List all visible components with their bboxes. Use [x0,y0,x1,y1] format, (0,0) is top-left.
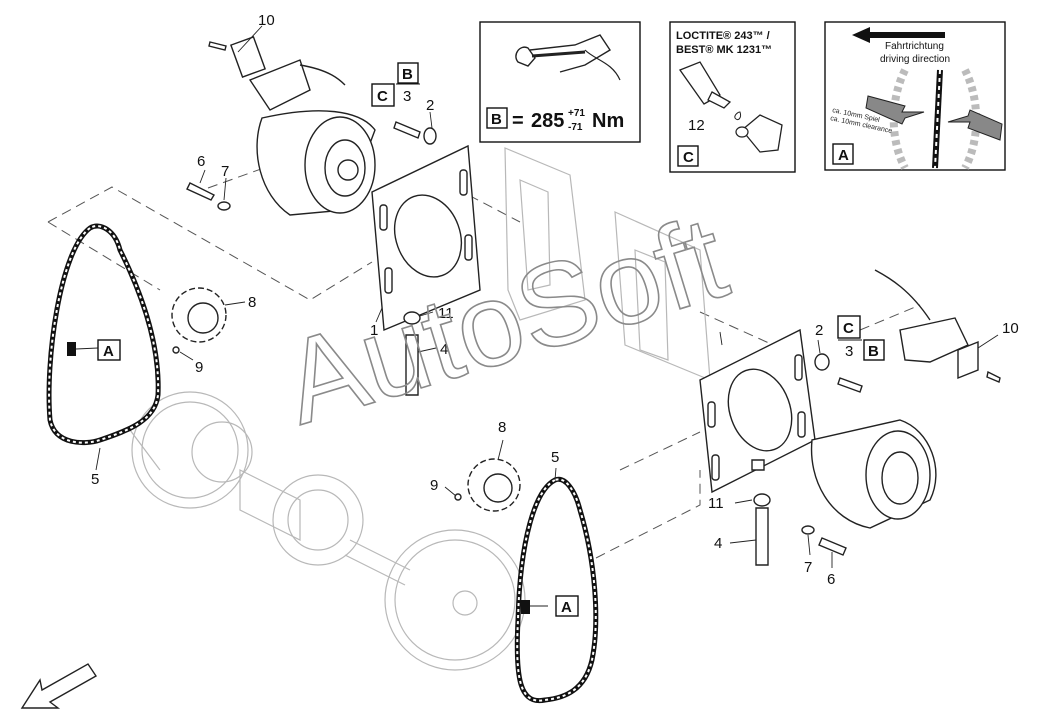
hydraulic-motor-right [810,269,1001,529]
legend-box-torque: B = 285 +71 -71 Nm [479,21,641,143]
callout-2-right: 2 [815,322,823,339]
callout-A-left: A [103,343,114,360]
callout-5-left: 5 [91,471,99,488]
ghost-drive-shaft-assembly [129,391,526,671]
mounting-plate-right [699,328,816,494]
callout-10-left: 10 [258,12,275,29]
callout-9-left: 9 [195,359,203,376]
callout-A-right: A [561,599,572,616]
callout-1: 1 [370,322,378,339]
arrow-left-icon [852,27,945,43]
threadlocker-part-number: 12 [688,117,705,134]
sprocket-right [454,458,521,512]
callout-4-left: 4 [440,341,448,358]
legend-box-chain-clearance: Fahrtrichtung driving direction ca. 10mm… [824,21,1006,171]
clearance-box-letter: A [838,147,849,164]
threadlocker-box-letter: C [683,149,694,166]
hydraulic-motor-left [230,36,376,216]
callout-B-left: B [402,66,413,83]
left-fasteners [186,41,437,396]
callout-5-right: 5 [551,449,559,466]
callout-3-left: 3 [403,88,411,105]
leader-lines [75,25,999,607]
torque-unit: Nm [592,110,624,132]
callout-3-right: 3 [845,343,853,360]
callout-7-left: 7 [221,163,229,180]
callout-C-left: C [377,88,388,105]
callout-11-left: 11 [438,305,454,322]
mounting-plate-left [371,144,481,332]
view-direction-arrow-icon [20,663,98,709]
drive-chain-left [46,223,161,446]
callout-2-left: 2 [426,97,434,114]
callout-9-right: 9 [430,477,438,494]
sprocket-left [171,287,227,354]
callout-8-right: 8 [498,419,506,436]
adhesive-bottle-icon [678,61,783,153]
torque-box-letter: B [491,111,502,128]
callout-C-right: C [843,320,854,337]
callout-7-right: 7 [804,559,812,576]
wrench-icon [515,34,621,81]
torque-tolerance-minus: -71 [568,122,583,133]
right-fasteners [751,353,863,566]
callout-6-right: 6 [827,571,835,588]
callout-4-right: 4 [714,535,722,552]
torque-equals: = [512,110,524,132]
callout-10-right: 10 [1002,320,1019,337]
callout-8-left: 8 [248,294,256,311]
direction-label-en: driving direction [880,54,950,65]
direction-label-de: Fahrtrichtung [885,41,944,52]
callout-labels: 10 2 B C 3 6 7 8 9 1 11 4 A 5 8 9 5 A 2 … [91,12,1019,617]
callout-11-right: 11 [708,495,724,512]
threadlocker-line1: LOCTITE® 243™ / [676,30,770,42]
chain-clearance-illustration [865,68,1003,170]
drive-chain-right [514,476,599,704]
torque-tolerance-plus: +71 [568,108,585,119]
threadlocker-line2: BEST® MK 1231™ [676,44,772,56]
torque-value: 285 [531,110,564,132]
watermark: AutoSoft [269,191,740,450]
callout-6-left: 6 [197,153,205,170]
legend-box-threadlocker: LOCTITE® 243™ / BEST® MK 1231™ 12 C [669,21,796,173]
callout-B-right: B [868,343,879,360]
